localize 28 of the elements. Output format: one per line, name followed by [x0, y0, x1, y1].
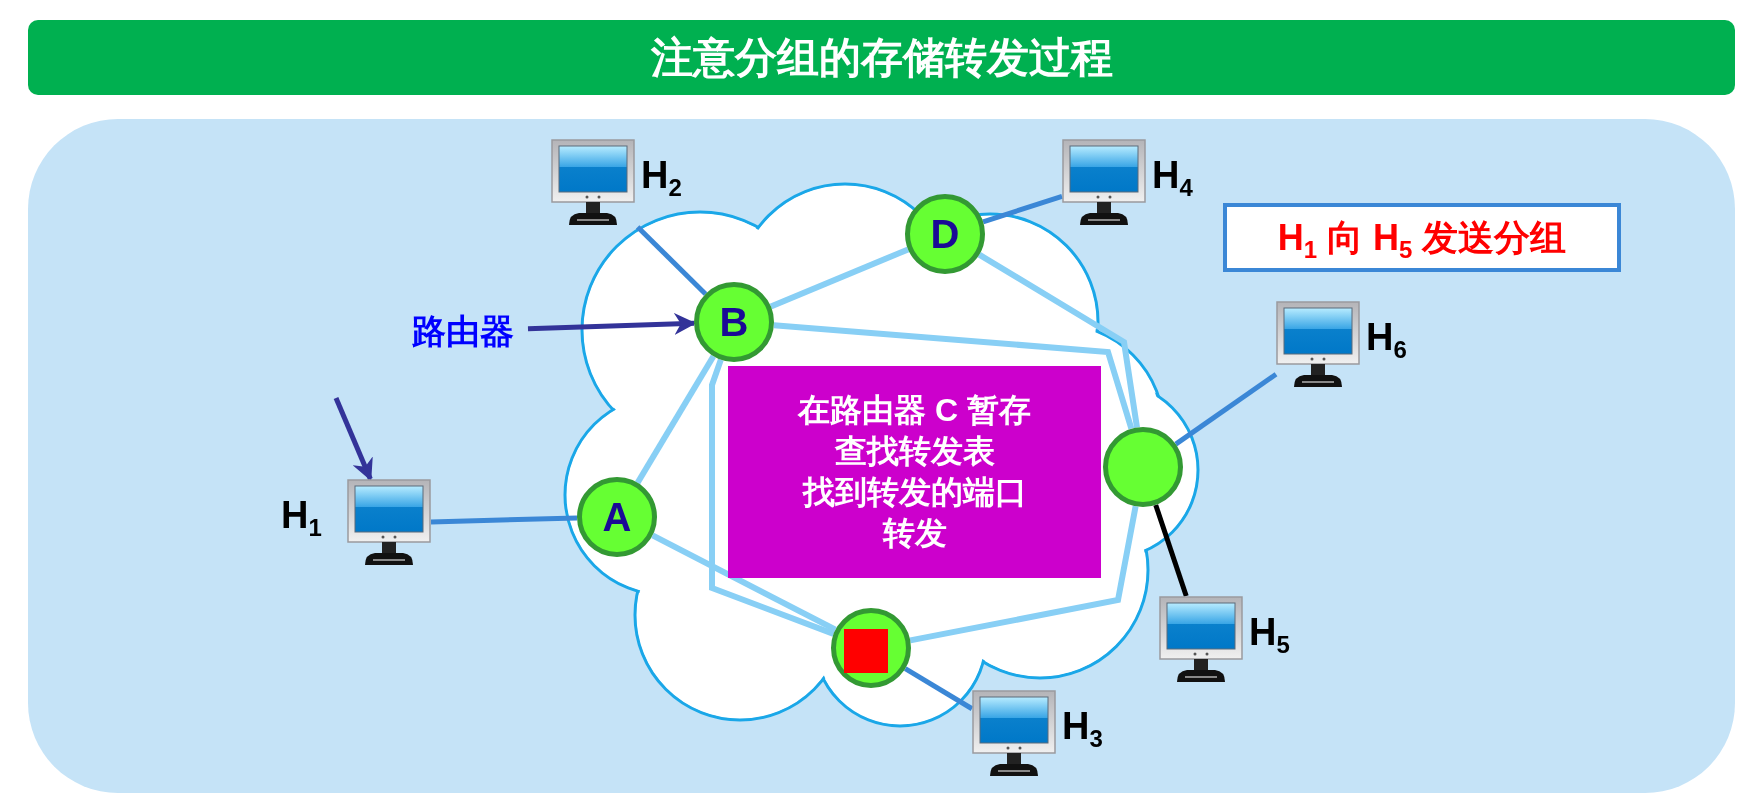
network-link — [904, 666, 974, 711]
host-label: H$_{6}$ — [1366, 315, 1407, 359]
host-label: H$_{5}$ — [1249, 610, 1290, 654]
host-label: H$_{3}$ — [1062, 704, 1103, 748]
network-link — [430, 515, 578, 525]
network-link — [769, 246, 910, 310]
note-line: 在路由器 C 暂存 — [798, 391, 1031, 430]
network-link — [982, 194, 1063, 225]
network-link — [773, 322, 1135, 430]
network-link — [709, 358, 835, 637]
host-label: H$_{1}$ — [281, 493, 322, 537]
note-line: 转发 — [882, 514, 947, 553]
title-banner: 注意分组的存储转发过程 — [28, 20, 1735, 95]
router-label: 路由器 — [398, 308, 528, 354]
note-line: 查找转发表 — [834, 432, 995, 471]
network-link — [635, 354, 716, 485]
host-label: H$_{4}$ — [1152, 153, 1193, 197]
network-link — [1174, 372, 1278, 447]
arrow — [333, 397, 373, 482]
note-box — [728, 366, 1101, 578]
host-label: H$_{2}$ — [641, 153, 682, 197]
network-link — [651, 532, 837, 633]
network-link — [1153, 504, 1189, 597]
note-line: 找到转发的端口 — [802, 473, 1027, 512]
network-link — [635, 225, 708, 296]
caption-box: H$_{1}$ 向 H$_{5}$ 发送分组 — [1223, 203, 1621, 272]
network-link — [977, 252, 1140, 428]
network-link — [909, 505, 1139, 644]
